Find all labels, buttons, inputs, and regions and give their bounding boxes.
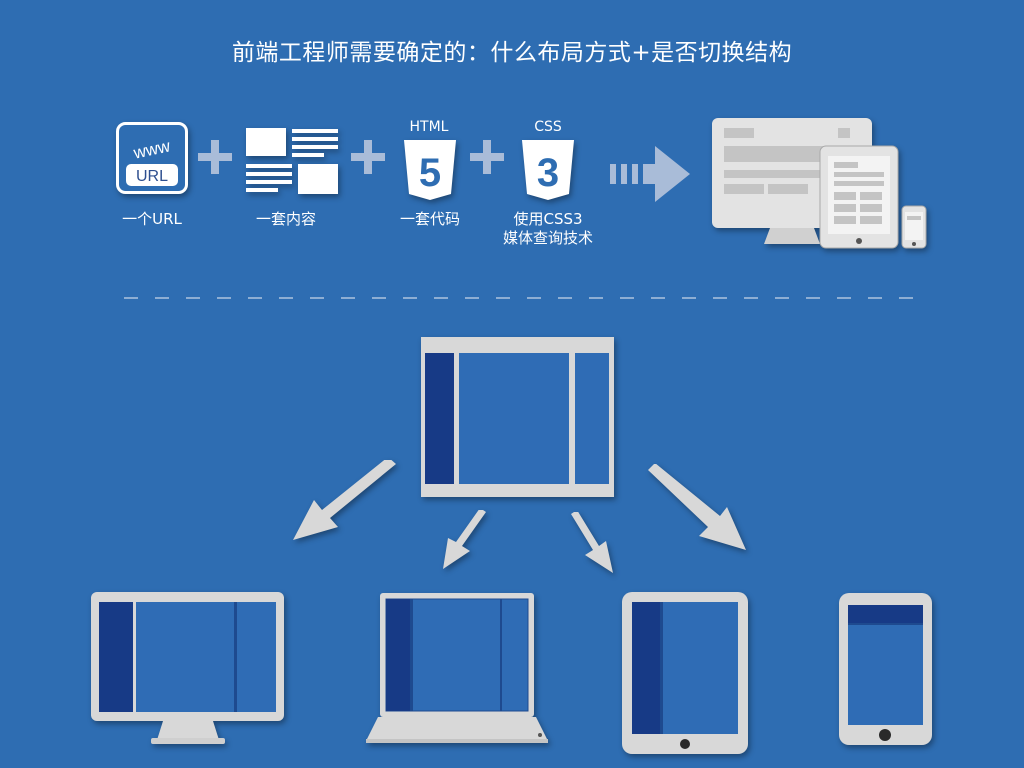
url-icon: www URL xyxy=(116,122,188,194)
css-caption-line2: 媒体查询技术 xyxy=(502,229,593,247)
forward-arrow-icon xyxy=(610,142,694,206)
arrow-to-tablet-icon xyxy=(568,512,618,576)
content-caption: 一套内容 xyxy=(255,210,316,228)
html5-icon-number: 5 xyxy=(419,151,441,195)
section-divider xyxy=(124,296,924,300)
page-title: 前端工程师需要确定的：什么布局方式+是否切换结构 xyxy=(231,40,793,66)
html-label: HTML xyxy=(409,119,449,135)
url-caption: 一个URL xyxy=(122,210,182,228)
plus-icon xyxy=(196,138,234,176)
multi-device-icon xyxy=(710,116,930,251)
layout-wireframe xyxy=(421,337,614,497)
url-icon-badge-text: URL xyxy=(136,168,168,185)
arrow-to-desktop-icon xyxy=(290,460,400,545)
plus-icon xyxy=(349,138,387,176)
css-label: CSS xyxy=(534,119,562,135)
css-caption-line1: 使用CSS3 xyxy=(513,210,583,228)
phone-device xyxy=(839,593,933,747)
arrow-to-laptop-icon xyxy=(440,510,490,572)
arrow-to-phone-icon xyxy=(646,464,750,554)
html-caption: 一套代码 xyxy=(399,210,460,228)
css-caption: 使用CSS3 媒体查询技术 xyxy=(488,210,608,248)
laptop-device xyxy=(364,593,550,745)
plus-icon xyxy=(468,138,506,176)
content-icon xyxy=(244,126,340,198)
html5-icon: 5 xyxy=(402,138,458,202)
tablet-device xyxy=(622,592,748,756)
desktop-device xyxy=(91,592,285,748)
css3-icon: 3 xyxy=(520,138,576,202)
css3-icon-number: 3 xyxy=(537,151,559,195)
